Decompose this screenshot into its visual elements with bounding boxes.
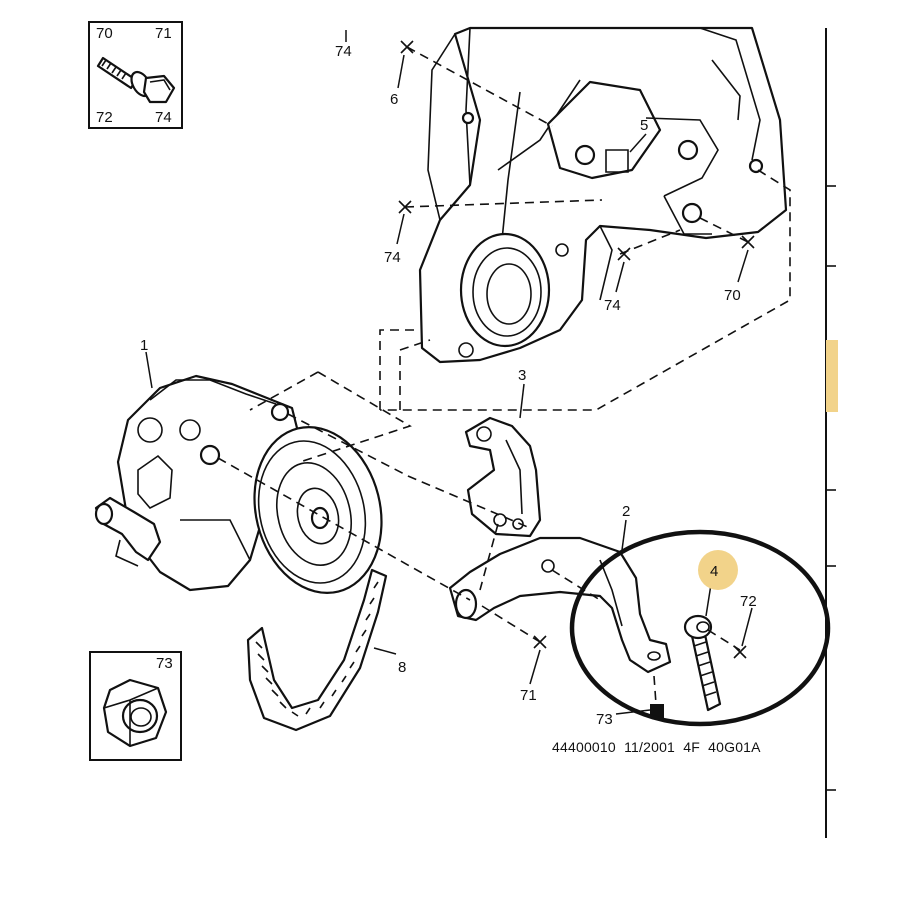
inset-label-70: 70 bbox=[96, 25, 113, 42]
callout-3: 3 bbox=[518, 367, 526, 384]
inset-label-72: 72 bbox=[96, 109, 113, 126]
callout-6: 6 bbox=[390, 91, 398, 108]
callout-72: 72 bbox=[740, 593, 757, 610]
inset-label-74: 74 bbox=[155, 109, 172, 126]
inset-nut-box: 73 bbox=[89, 651, 182, 761]
callout-5: 5 bbox=[640, 117, 648, 134]
emphasis-circle bbox=[569, 529, 831, 727]
nut-marker-square bbox=[650, 704, 664, 718]
callout-70: 70 bbox=[724, 287, 741, 304]
callout-74-mid: 74 bbox=[604, 297, 621, 314]
drawing-reference-code: 44400010 11/2001 4F 40G01A bbox=[552, 739, 761, 755]
callout-1: 1 bbox=[140, 337, 148, 354]
fastener-markers bbox=[398, 40, 755, 718]
inset-label-71: 71 bbox=[155, 25, 172, 42]
drive-belt-part-8 bbox=[246, 568, 388, 732]
page-edge-strip bbox=[825, 28, 838, 838]
inset-bolt-icon bbox=[96, 56, 176, 104]
callout-labels: 74 6 5 74 74 70 1 3 2 4 72 8 71 73 bbox=[140, 43, 757, 728]
power-steering-pump bbox=[94, 374, 383, 594]
callout-8: 8 bbox=[398, 659, 406, 676]
stud-part-4 bbox=[683, 614, 722, 712]
engine-block bbox=[418, 26, 788, 364]
nut-icon bbox=[102, 678, 168, 748]
bracket-part-2 bbox=[448, 536, 672, 674]
highlight-tab bbox=[826, 340, 838, 412]
callout-2: 2 bbox=[622, 503, 630, 520]
inset-bolt-box: 70 71 72 74 bbox=[88, 21, 183, 129]
inset-label-73: 73 bbox=[156, 655, 173, 672]
callout-71: 71 bbox=[520, 687, 537, 704]
callout-74-top: 74 bbox=[335, 43, 352, 60]
callout-4: 4 bbox=[710, 563, 718, 580]
highlight-marker bbox=[698, 550, 738, 590]
callout-73: 73 bbox=[596, 711, 613, 728]
bracket-part-3 bbox=[464, 416, 542, 538]
callout-74-left: 74 bbox=[384, 249, 401, 266]
assembly-guide-lines bbox=[217, 46, 791, 705]
